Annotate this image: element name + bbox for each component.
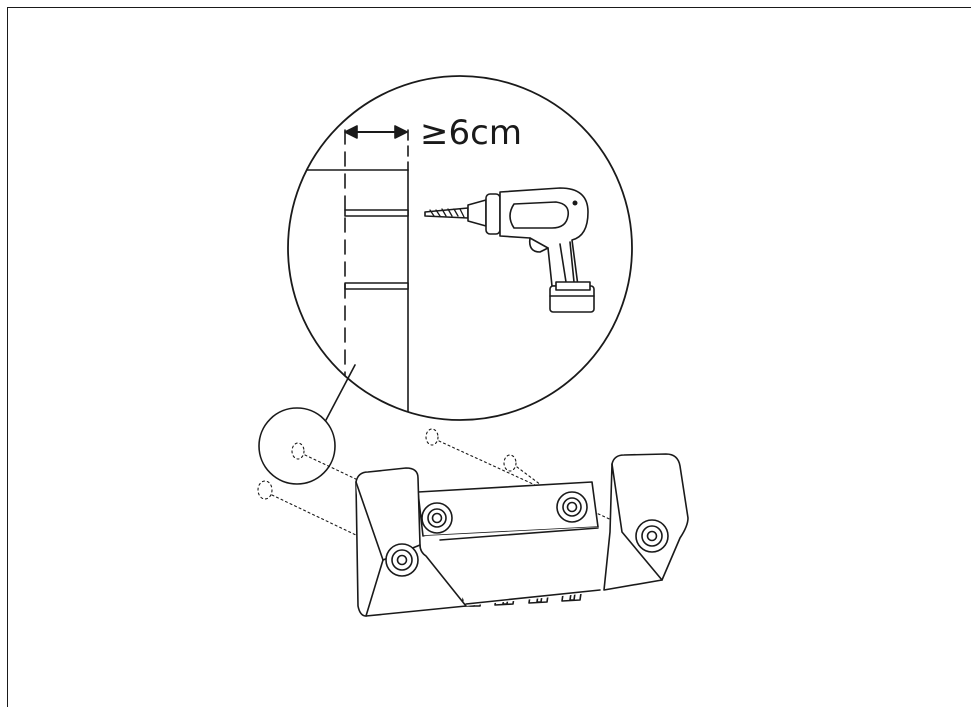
screw-left-lower: [385, 543, 419, 577]
screw-left-upper: [421, 502, 453, 534]
drill-icon: [424, 187, 595, 313]
magnified-detail: ≥6cm: [287, 75, 633, 421]
screw-right-lower: [635, 519, 669, 553]
wall-bracket-icon: [355, 453, 689, 617]
min-distance-label: ≥6cm: [420, 113, 522, 153]
callout-connector: [325, 364, 356, 421]
reference-circle: [258, 407, 336, 485]
screw-right-upper: [556, 491, 588, 523]
installation-diagram: ≥6cm: [257, 75, 689, 617]
detail-circle: [287, 75, 633, 421]
cabinet-edge: [288, 169, 409, 420]
screw-icon: [385, 491, 669, 577]
diagram-frame: [7, 7, 971, 707]
distance-arrow: [344, 125, 408, 139]
